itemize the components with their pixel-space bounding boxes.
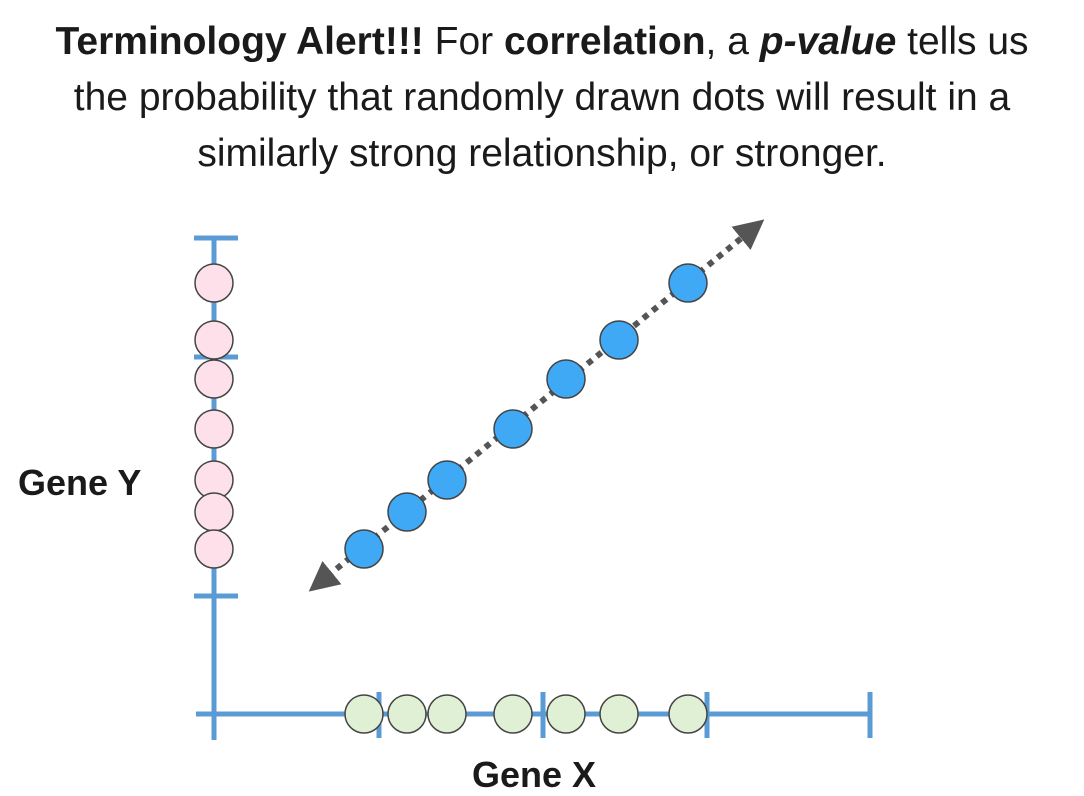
x-projection-dot [387, 694, 427, 734]
x-projection-dot [668, 694, 708, 734]
data-point [344, 529, 384, 569]
caption-line-1: Terminology Alert!!! For correlation, a … [55, 20, 1029, 63]
data-point [387, 492, 427, 532]
data-point [599, 320, 639, 360]
x-projection-dot [344, 694, 384, 734]
x-axis-label: Gene X [472, 754, 597, 795]
caption-line-2: the probability that randomly drawn dots… [73, 76, 1011, 119]
x-axis-projections [344, 694, 708, 734]
term-p-value: p-value [759, 20, 897, 63]
y-projection-dot [194, 320, 234, 360]
y-axis-label: Gene Y [18, 462, 142, 503]
axes [194, 235, 873, 740]
terminology-alert: Terminology Alert!!! [55, 20, 424, 63]
data-point [668, 263, 708, 303]
x-projection-dot [427, 694, 467, 734]
x-projection-dot [599, 694, 639, 734]
y-projection-dot [194, 263, 234, 303]
slide-caption: Terminology Alert!!! For correlation, a … [0, 14, 1084, 182]
y-projection-dot [194, 492, 234, 532]
x-projection-dot [493, 694, 533, 734]
data-point [493, 409, 533, 449]
data-point [546, 359, 586, 399]
data-points [344, 263, 708, 569]
y-projection-dot [194, 359, 234, 399]
term-correlation: correlation [503, 20, 706, 63]
y-projection-dot [194, 409, 234, 449]
caption-line-3: similarly strong relationship, or strong… [197, 132, 887, 175]
data-point [427, 460, 467, 500]
x-projection-dot [546, 694, 586, 734]
y-axis-projections [194, 263, 234, 569]
y-projection-dot [194, 529, 234, 569]
